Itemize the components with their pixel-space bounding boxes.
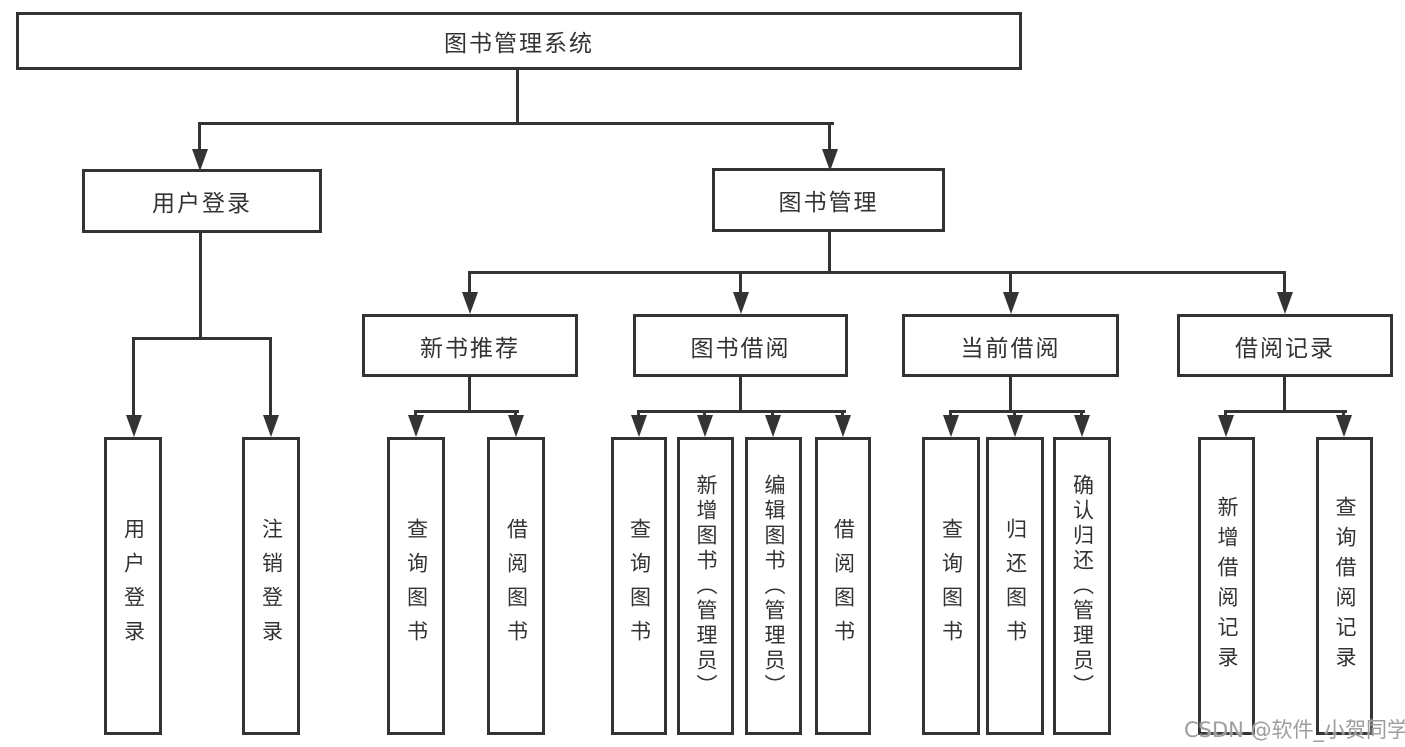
node-label: 查询图书 xyxy=(939,518,964,654)
node-label: 新增图书（管理员） xyxy=(694,473,718,699)
connector-line xyxy=(414,410,519,413)
connector-line xyxy=(1283,377,1286,413)
leaf-borrow-books: 借阅图书 xyxy=(815,437,871,735)
connector-line xyxy=(514,410,517,418)
connector-line xyxy=(739,271,742,295)
leaf-edit-books-admin: 编辑图书（管理员） xyxy=(745,437,802,735)
node-label: 当前借阅 xyxy=(960,335,1061,362)
node-label: 借阅记录 xyxy=(1235,335,1335,362)
leaf-add-borrow-record: 新增借阅记录 xyxy=(1198,437,1255,735)
node-new-book-recommend: 新书推荐 xyxy=(362,314,578,377)
arrow-down-icon xyxy=(1277,292,1293,314)
connector-line xyxy=(637,410,846,413)
node-label: 图书管理系统 xyxy=(444,31,594,57)
connector-line xyxy=(1224,410,1227,418)
node-label: 用户登录 xyxy=(121,518,146,654)
arrow-down-icon xyxy=(835,415,851,437)
leaf-query-books: 查询图书 xyxy=(611,437,667,735)
connector-line xyxy=(468,271,471,295)
node-label: 编辑图书（管理员） xyxy=(762,473,786,699)
node-user-login: 用户登录 xyxy=(82,169,322,233)
leaf-query-books: 查询图书 xyxy=(922,437,980,735)
watermark-text: CSDN @软件_小贺同学 xyxy=(1184,718,1405,742)
connector-line xyxy=(199,233,202,340)
connector-line xyxy=(132,337,272,340)
node-library-system: 图书管理系统 xyxy=(16,12,1022,70)
arrow-down-icon xyxy=(1218,415,1234,437)
node-label: 查询图书 xyxy=(627,518,652,654)
leaf-confirm-return-admin: 确认归还（管理员） xyxy=(1053,437,1111,735)
connector-line xyxy=(771,410,774,418)
connector-line xyxy=(637,410,640,418)
arrow-down-icon xyxy=(1074,415,1090,437)
connector-line xyxy=(949,410,1085,413)
node-label: 确认归还（管理员） xyxy=(1070,473,1095,699)
node-label: 新书推荐 xyxy=(420,335,520,362)
connector-line xyxy=(841,410,844,418)
node-label: 查询图书 xyxy=(404,518,429,654)
node-label: 新增借阅记录 xyxy=(1215,496,1239,676)
connector-line xyxy=(828,232,831,274)
leaf-query-books: 查询图书 xyxy=(387,437,445,735)
connector-line xyxy=(1283,271,1286,295)
connector-line xyxy=(1013,410,1016,418)
connector-line xyxy=(1224,410,1347,413)
arrow-down-icon xyxy=(1007,415,1023,437)
arrow-down-icon xyxy=(408,415,424,437)
leaf-add-books-admin: 新增图书（管理员） xyxy=(677,437,734,735)
arrow-down-icon xyxy=(508,415,524,437)
connector-line xyxy=(949,410,952,418)
connector-line xyxy=(468,377,471,413)
node-label: 图书借阅 xyxy=(690,335,791,362)
leaf-logout: 注销登录 xyxy=(242,437,300,735)
arrow-down-icon xyxy=(943,415,959,437)
node-label: 借阅图书 xyxy=(831,518,856,654)
arrow-down-icon xyxy=(733,292,749,314)
connector-line xyxy=(132,337,135,417)
arrow-down-icon xyxy=(192,149,208,171)
arrow-down-icon xyxy=(697,415,713,437)
connector-line xyxy=(198,122,201,152)
connector-line xyxy=(1080,410,1083,418)
connector-line xyxy=(468,271,1286,274)
node-label: 用户登录 xyxy=(152,191,252,217)
connector-line xyxy=(828,122,831,152)
node-label: 图书管理 xyxy=(778,190,879,216)
connector-line xyxy=(703,410,706,418)
connector-line xyxy=(198,122,834,125)
connector-line xyxy=(516,70,519,125)
node-borrow-records: 借阅记录 xyxy=(1177,314,1393,377)
leaf-user-login: 用户登录 xyxy=(104,437,162,735)
node-current-borrowing: 当前借阅 xyxy=(902,314,1119,377)
leaf-query-borrow-record: 查询借阅记录 xyxy=(1316,437,1373,735)
arrow-down-icon xyxy=(1336,415,1352,437)
node-book-borrowing: 图书借阅 xyxy=(633,314,848,377)
arrow-down-icon xyxy=(126,415,142,437)
node-label: 借阅图书 xyxy=(504,518,529,654)
node-label: 归还图书 xyxy=(1003,518,1028,654)
arrow-down-icon xyxy=(765,415,781,437)
connector-line xyxy=(1009,271,1012,295)
node-label: 查询借阅记录 xyxy=(1333,496,1357,676)
arrow-down-icon xyxy=(631,415,647,437)
connector-line xyxy=(269,337,272,417)
node-label: 注销登录 xyxy=(259,518,284,654)
arrow-down-icon xyxy=(822,149,838,171)
connector-line xyxy=(739,377,742,413)
arrow-down-icon xyxy=(263,415,279,437)
node-book-management: 图书管理 xyxy=(712,168,945,232)
arrow-down-icon xyxy=(1003,292,1019,314)
connector-line xyxy=(414,410,417,418)
arrow-down-icon xyxy=(462,292,478,314)
connector-line xyxy=(1342,410,1345,418)
leaf-borrow-books: 借阅图书 xyxy=(487,437,545,735)
leaf-return-books: 归还图书 xyxy=(986,437,1044,735)
connector-line xyxy=(1009,377,1012,413)
